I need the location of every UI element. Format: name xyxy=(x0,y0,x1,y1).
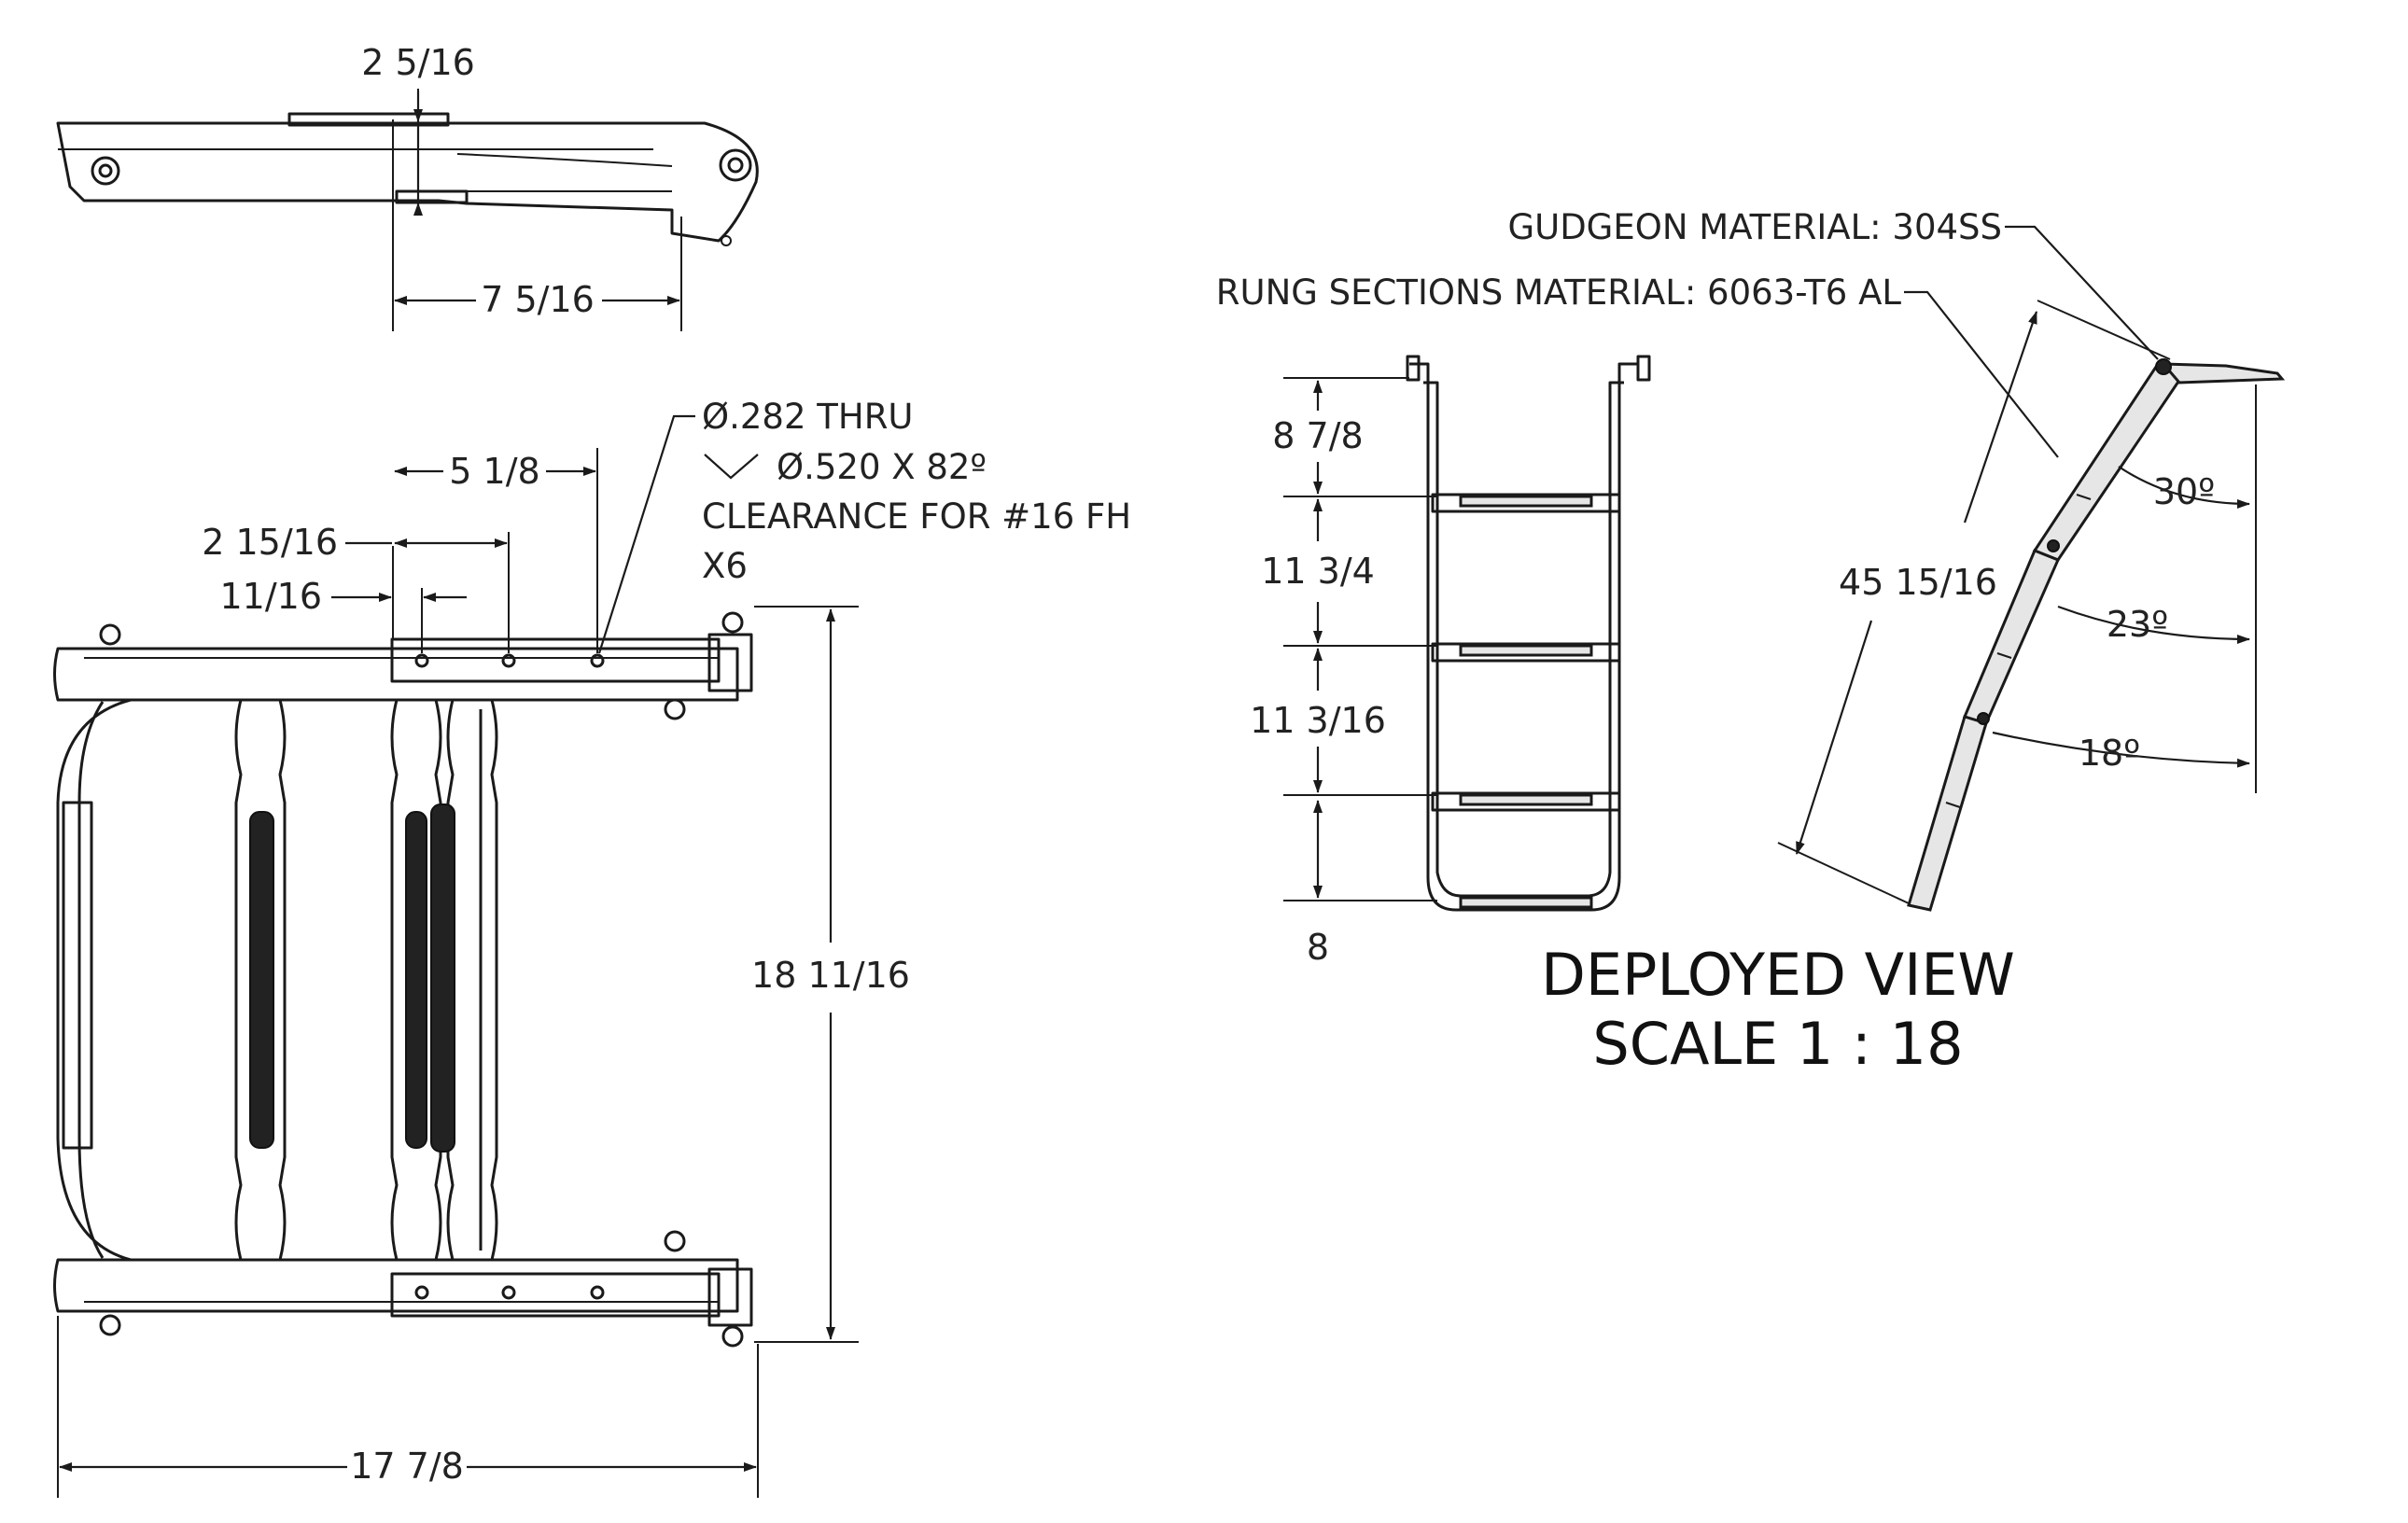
dim-5-1-8: 5 1/8 xyxy=(449,451,539,492)
hole-note-line4: X6 xyxy=(702,546,748,586)
gudgeon-note: GUDGEON MATERIAL: 304SS xyxy=(1507,207,2002,247)
dim-bottom-rung: 8 xyxy=(1307,927,1329,968)
dim-rung-1: 11 3/4 xyxy=(1261,551,1375,592)
plan-view: 5 1/8 2 15/16 11/16 Ø.282 THRU Ø.520 X 8… xyxy=(53,397,1131,1498)
dim-rung-2: 11 3/16 xyxy=(1250,700,1386,741)
dim-11-16: 11/16 xyxy=(219,576,322,617)
front-deployed-view: 8 7/8 11 3/4 11 3/16 8 xyxy=(1250,355,1651,968)
dim-length: 45 15/16 xyxy=(1839,562,1997,603)
top-view: 2 5/16 7 5/16 xyxy=(56,42,759,331)
dim-height: 18 11/16 xyxy=(751,955,910,996)
dim-top-rung: 8 7/8 xyxy=(1272,415,1363,456)
hole-note-line1: Ø.282 THRU xyxy=(702,397,913,437)
angle-30: 30º xyxy=(2153,471,2215,512)
rung-note: RUNG SECTIONS MATERIAL: 6063-T6 AL xyxy=(1216,272,1902,313)
angle-18: 18º xyxy=(2079,733,2140,774)
top-width-dim: 7 5/16 xyxy=(481,279,595,320)
hole-note-line2: Ø.520 X 82º xyxy=(777,447,987,487)
side-deployed-view: 45 15/16 30º 23º 18º GUDGEON MATERIAL: 3… xyxy=(1216,207,2286,912)
angle-23: 23º xyxy=(2107,604,2168,645)
hole-note-line3: CLEARANCE FOR #16 FH xyxy=(702,496,1131,537)
view-scale: SCALE 1 : 18 xyxy=(1592,1010,1963,1078)
view-title: DEPLOYED VIEW xyxy=(1541,941,2015,1009)
top-height-dim: 2 5/16 xyxy=(361,42,475,83)
dim-2-15-16: 2 15/16 xyxy=(202,522,338,563)
dim-width: 17 7/8 xyxy=(350,1446,464,1487)
